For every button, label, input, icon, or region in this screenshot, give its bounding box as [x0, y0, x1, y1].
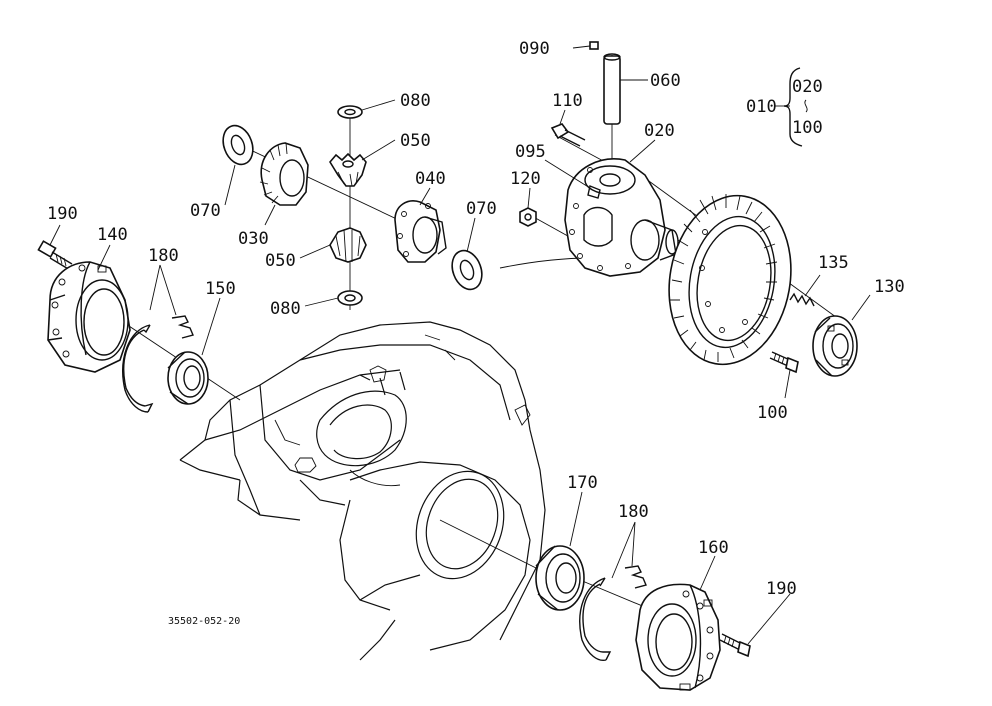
label-080-top: 080	[400, 91, 431, 111]
label-070-left: 070	[190, 201, 221, 221]
bearing-130	[812, 315, 858, 377]
bolt-190-left	[37, 240, 73, 271]
bearing-housing-160	[635, 583, 721, 691]
pin-090	[589, 41, 599, 50]
label-090: 090	[519, 39, 550, 59]
pinion-050-bottom	[329, 227, 367, 263]
pin-060	[603, 53, 621, 125]
washer-070-right	[451, 249, 483, 291]
label-180-right: 180	[618, 502, 649, 522]
label-010: 010	[746, 97, 777, 117]
bolt-190-right	[719, 633, 751, 658]
label-020-group: 020	[792, 77, 823, 97]
spring-135	[789, 292, 815, 307]
thrust-washer-080-bottom	[337, 290, 363, 306]
diff-case-020	[564, 158, 679, 277]
label-120: 120	[510, 169, 541, 189]
diff-case-040	[394, 200, 447, 263]
label-050-top: 050	[400, 131, 431, 151]
bearing-150	[167, 351, 209, 405]
label-110: 110	[552, 91, 583, 111]
washer-070-left	[222, 124, 254, 166]
leader-lines	[49, 45, 871, 645]
label-150: 150	[205, 279, 236, 299]
group-bracket-010	[775, 67, 808, 147]
label-070-right: 070	[466, 199, 497, 219]
label-160: 160	[698, 538, 729, 558]
label-040: 040	[415, 169, 446, 189]
label-095: 095	[515, 142, 546, 162]
label-130: 130	[874, 277, 905, 297]
pin-095	[587, 185, 601, 199]
bolt-110	[550, 123, 586, 147]
label-190-right: 190	[766, 579, 797, 599]
pinion-050-top	[329, 152, 367, 187]
label-190-left: 190	[47, 204, 78, 224]
label-080-bottom: 080	[270, 299, 301, 319]
label-060: 060	[650, 71, 681, 91]
circlip-180-left	[122, 315, 194, 413]
side-gear-030	[259, 142, 309, 206]
bearing-170	[535, 545, 585, 611]
ring-gear	[668, 194, 792, 366]
label-020: 020	[644, 121, 675, 141]
drawing-code: 35502-052-20	[168, 616, 240, 627]
transmission-housing	[179, 321, 546, 661]
label-180-left: 180	[148, 246, 179, 266]
circlip-180-right	[579, 565, 647, 662]
label-135: 135	[818, 253, 849, 273]
bearing-housing-140	[47, 261, 131, 373]
label-050-bottom: 050	[265, 251, 296, 271]
label-170: 170	[567, 473, 598, 493]
thrust-washer-080-top	[337, 105, 363, 119]
bolt-100	[769, 351, 799, 374]
label-100: 100	[757, 403, 788, 423]
label-030: 030	[238, 229, 269, 249]
nut-120	[519, 207, 537, 227]
label-140: 140	[97, 225, 128, 245]
part-labels: 190 140 180 150 070 030 080 050 040 050 …	[47, 39, 905, 627]
label-100-group: 100	[792, 118, 823, 138]
